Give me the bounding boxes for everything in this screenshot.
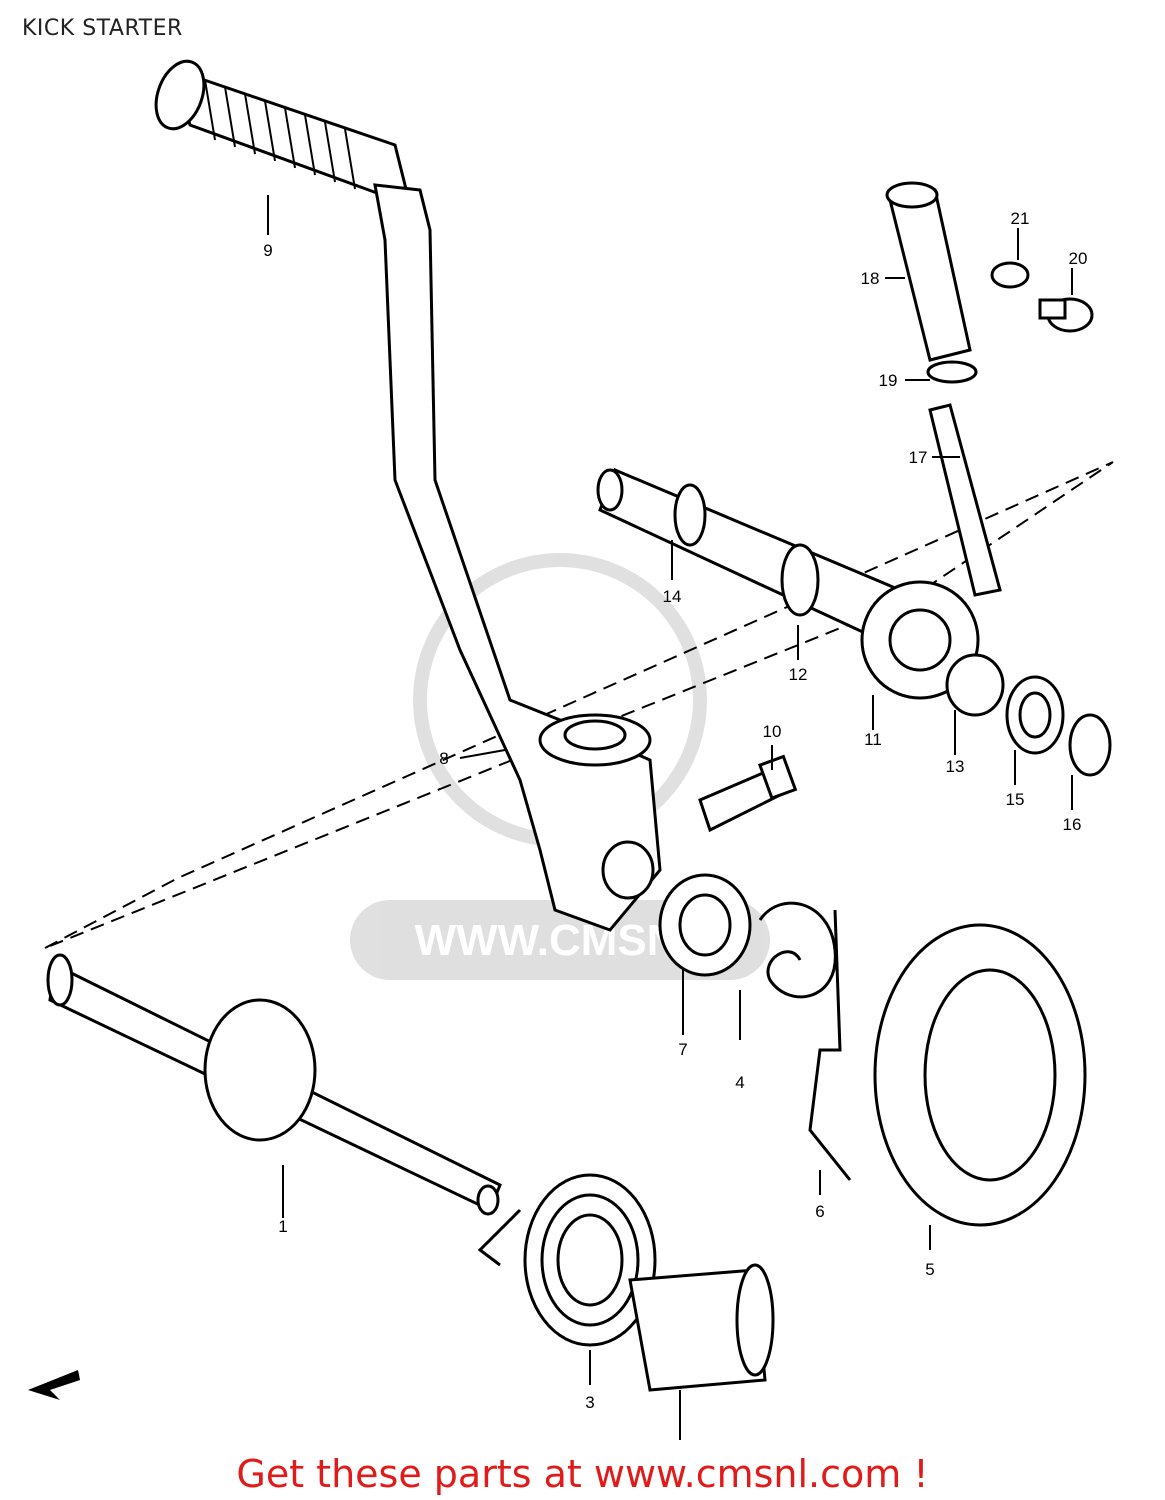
callout-12: 12: [789, 665, 808, 684]
kick-driven-gear: [873, 923, 1087, 1227]
footer-link[interactable]: Get these parts at www.cmsnl.com !: [236, 1452, 929, 1496]
callout-15: 15: [1006, 790, 1025, 809]
kick-starter-shaft: [596, 468, 902, 643]
callout-9: 9: [263, 241, 272, 260]
callout-8: 8: [439, 749, 448, 768]
callout-numbers: 1 2 3 4 5 6 7 8 9 10 11 12 13 14 15 16 1…: [263, 209, 1088, 1412]
callout-13: 13: [946, 757, 965, 776]
callout-17: 17: [909, 448, 928, 467]
callout-6: 6: [815, 1202, 824, 1221]
callout-18: 18: [861, 269, 880, 288]
kick-starter-spindle: [46, 953, 502, 1216]
kick-return-spring: [477, 1173, 657, 1347]
svg-text:WWW.CMSNL: WWW.CMSNL: [415, 916, 706, 965]
kick-shaft-guide: [885, 181, 1094, 597]
callout-4: 4: [735, 1073, 744, 1092]
callout-16: 16: [1063, 815, 1082, 834]
spring-guide: [758, 901, 852, 1181]
kick-lever-arm: [373, 183, 662, 932]
callout-3: 3: [585, 1393, 594, 1412]
footer-cta[interactable]: Get these parts at www.cmsnl.com !: [0, 1452, 1165, 1496]
callout-21: 21: [1011, 209, 1030, 228]
callout-19: 19: [879, 371, 898, 390]
callout-1: 1: [278, 1217, 287, 1236]
callout-10: 10: [763, 722, 782, 741]
kick-gear: [860, 580, 980, 700]
callout-leaders: [267, 195, 1073, 1440]
callout-5: 5: [925, 1260, 934, 1279]
callout-14: 14: [663, 587, 682, 606]
page-title: KICK STARTER: [22, 16, 183, 41]
pinch-bolt: [698, 754, 798, 833]
exploded-parts-diagram: WWW.CMSNL: [28, 59, 1114, 1440]
kick-lever-grip: [154, 59, 413, 208]
oil-seal: [658, 873, 752, 977]
washers: [945, 653, 1112, 777]
front-arrow-icon: [28, 1370, 80, 1400]
callout-7: 7: [678, 1040, 687, 1059]
callout-20: 20: [1069, 249, 1088, 268]
spring-sleeve: [628, 1263, 775, 1392]
callout-11: 11: [864, 730, 882, 749]
